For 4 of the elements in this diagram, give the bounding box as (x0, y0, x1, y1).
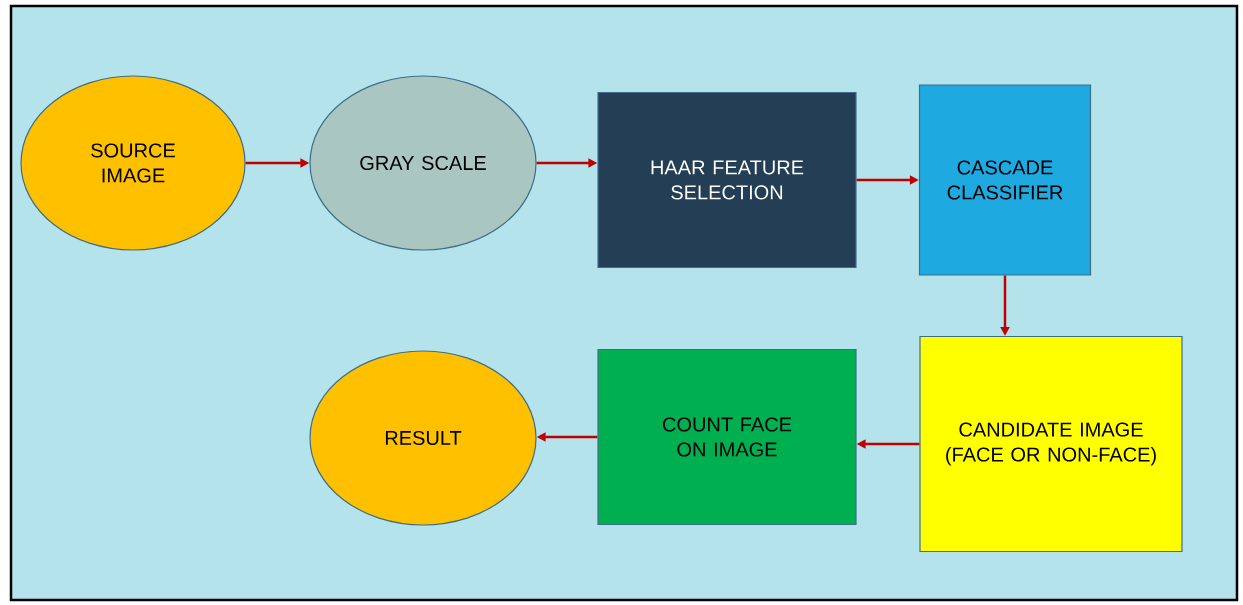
process-box: HAAR FEATURE SELECTION (597, 91, 857, 269)
process-box: CASCADE CLASSIFIER (918, 84, 1092, 276)
process-box: COUNT FACE ON IMAGE (597, 348, 857, 526)
process-box: CANDIDATE IMAGE (FACE OR NON-FACE) (919, 335, 1183, 553)
